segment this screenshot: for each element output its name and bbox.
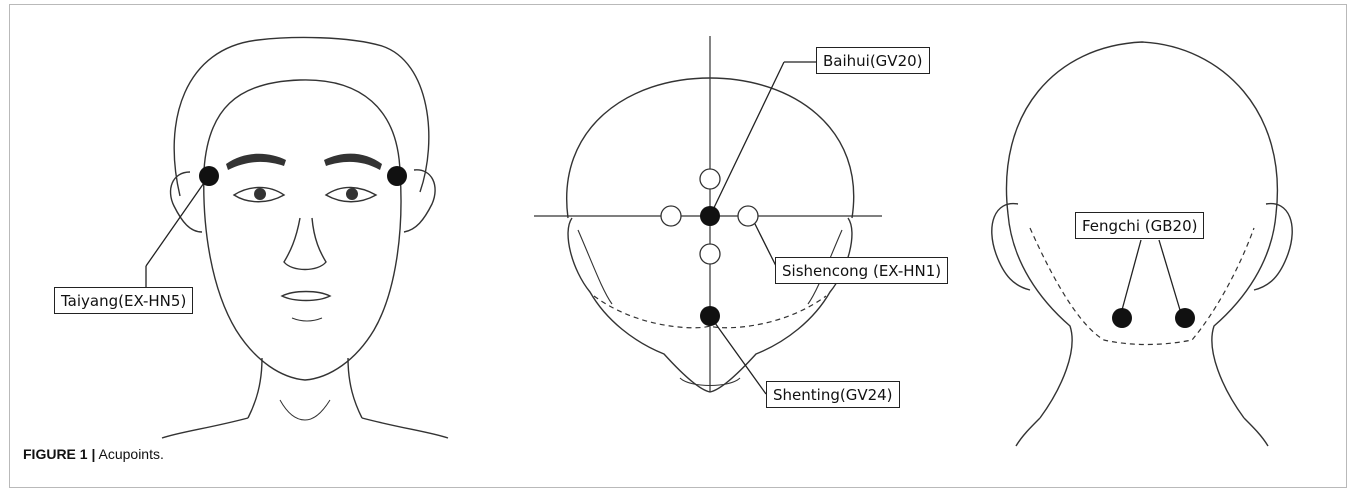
figure-number: FIGURE 1 | (23, 446, 96, 462)
taiyang-label: Taiyang(EX-HN5) (54, 287, 194, 314)
taiyang-markers (145, 166, 407, 288)
fengchi-markers (1112, 239, 1195, 328)
baihui-label: Baihui(GV20) (816, 47, 930, 74)
top-head-points (660, 168, 759, 326)
front-face-drawing (161, 36, 449, 439)
top-head-leaders (709, 61, 816, 395)
front-face-fills (226, 153, 382, 200)
shenting-point (700, 306, 720, 326)
shenting-label: Shenting(GV24) (766, 381, 900, 408)
fengchi-point-left (1112, 308, 1132, 328)
figure-frame (9, 4, 1347, 488)
sishencong-point-left (660, 205, 682, 227)
figure-caption: FIGURE 1 | Acupoints. (23, 446, 164, 462)
taiyang-point-left (199, 166, 219, 186)
back-head-drawing (991, 41, 1293, 447)
fengchi-point-right (1175, 308, 1195, 328)
taiyang-point-right (387, 166, 407, 186)
baihui-point (700, 206, 720, 226)
sishencong-point-back (699, 243, 721, 265)
sishencong-point-front (699, 168, 721, 190)
figure-caption-text: Acupoints. (95, 446, 164, 462)
fengchi-label: Fengchi (GB20) (1075, 212, 1205, 239)
sishencong-point-right (737, 205, 759, 227)
sishencong-label: Sishencong (EX-HN1) (775, 257, 949, 284)
